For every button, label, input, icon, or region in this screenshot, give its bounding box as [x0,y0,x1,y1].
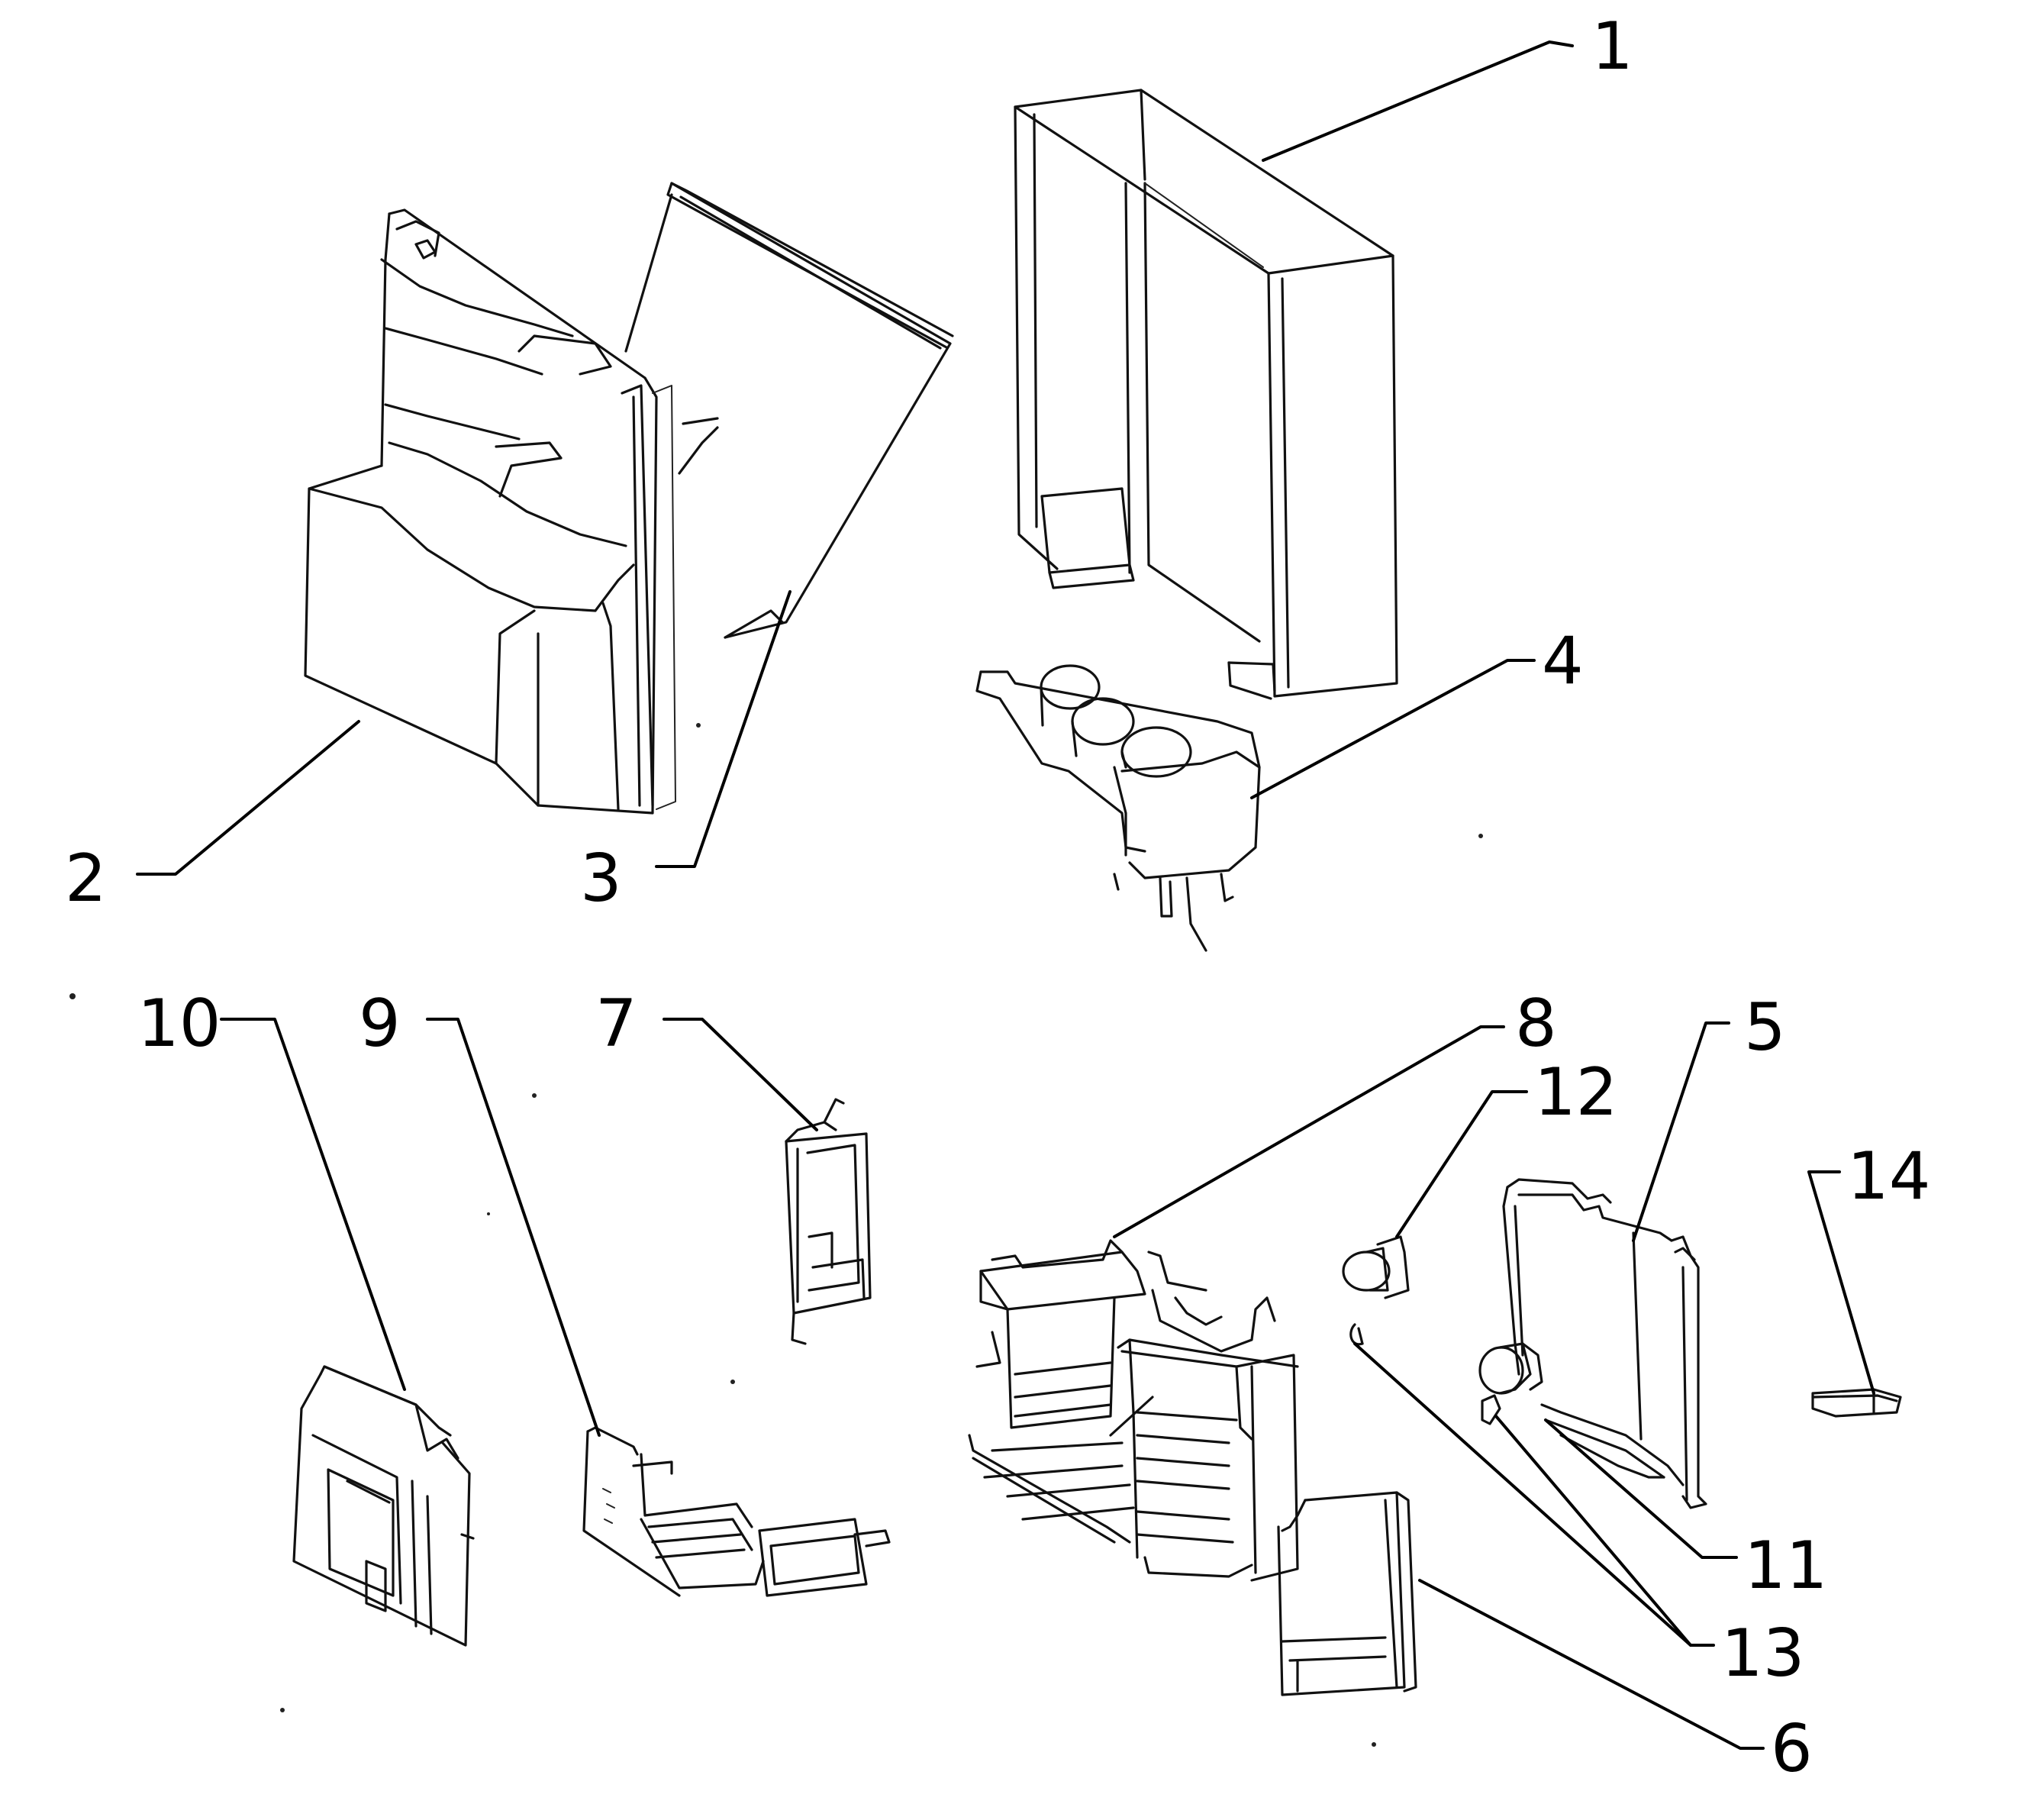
callout-7: 7 [595,986,637,1062]
part-5-frame [1478,1178,1707,1509]
leader-11 [1544,1418,1738,1559]
callout-labels: 1 2 3 4 5 6 7 8 9 10 11 12 13 14 [65,8,1930,1787]
part-12-knob [1342,1235,1410,1299]
part-6-panel [1277,1491,1417,1696]
part-3-panel [624,182,954,639]
callout-2: 2 [65,841,107,917]
leader-2 [136,720,360,876]
leader-7 [663,1018,818,1131]
leader-14 [1807,1170,1875,1395]
leader-5 [1632,1021,1730,1242]
leader-13b [1494,1415,1692,1647]
callout-11: 11 [1744,1528,1827,1604]
part-9-tray [582,1426,891,1597]
leader-12 [1395,1090,1528,1238]
leader-3 [655,590,791,868]
callout-14: 14 [1847,1138,1930,1215]
callout-3: 3 [580,841,622,917]
callout-4: 4 [1542,623,1584,699]
callout-9: 9 [359,986,401,1062]
leader-10 [220,1018,406,1391]
part-8-chassis [968,1239,1299,1582]
part-7-bracket [785,1098,872,1345]
part-4-bin-assembly [975,664,1261,952]
callout-5: 5 [1744,989,1786,1066]
part-14-block [1811,1388,1902,1418]
leader-9 [426,1018,601,1437]
callout-10: 10 [137,986,221,1062]
callout-8: 8 [1515,986,1557,1062]
scan-specks [69,723,1483,1747]
callout-12: 12 [1534,1054,1617,1131]
callout-1: 1 [1591,8,1633,85]
leader-lines [136,40,1875,1750]
callout-13: 13 [1721,1615,1804,1692]
leader-13a [1353,1342,1715,1647]
leader-6 [1418,1579,1765,1750]
leader-1 [1262,40,1574,162]
leader-8 [1113,1025,1505,1238]
leader-4 [1250,659,1536,799]
part-10-front-panel [292,1365,475,1647]
part-2-door-housing [304,208,676,815]
callout-6: 6 [1771,1711,1813,1787]
part-1-cabinet-shell [1014,89,1398,700]
